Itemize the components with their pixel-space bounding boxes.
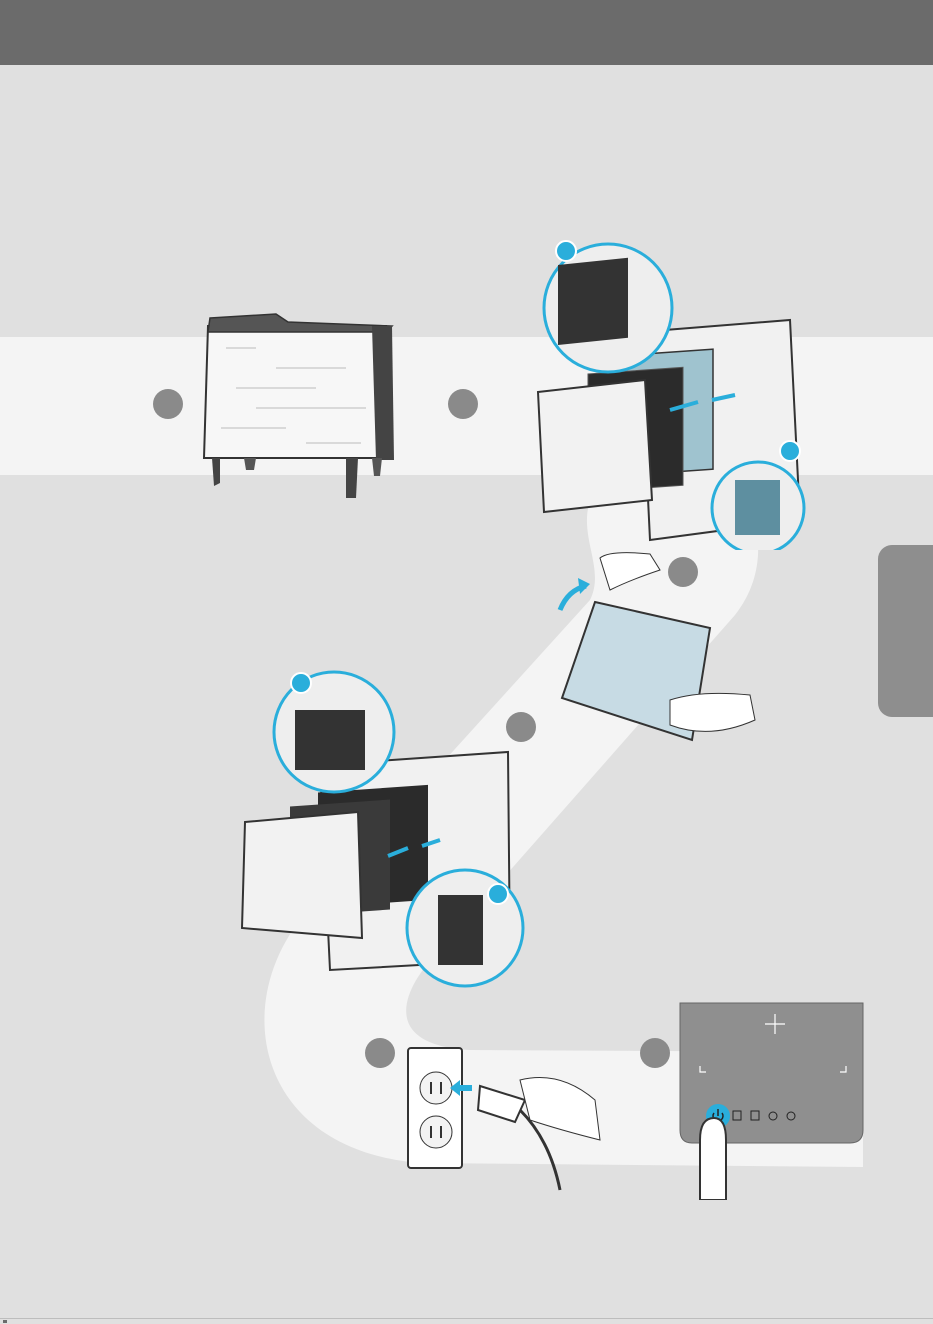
control-panel-illustration <box>660 1000 870 1200</box>
footer-mark <box>3 1320 7 1323</box>
step-marker-6 <box>640 1038 670 1068</box>
wall-outlet-illustration <box>400 1040 610 1200</box>
detail-badge-top <box>555 240 577 262</box>
footer-divider <box>0 1318 933 1319</box>
detail-badge-lower <box>487 883 509 905</box>
step-marker-2 <box>448 389 478 419</box>
filter-unwrap-illustration <box>550 550 770 750</box>
step-marker-5 <box>365 1038 395 1068</box>
filter-reinsert-illustration <box>240 670 530 1000</box>
detail-badge-upper <box>290 672 312 694</box>
step-marker-4 <box>506 712 536 742</box>
section-side-tab <box>878 545 933 717</box>
step-marker-3 <box>668 557 698 587</box>
filter-removal-illustration <box>530 240 820 550</box>
detail-badge-right <box>779 440 801 462</box>
purifier-front-illustration <box>196 308 406 508</box>
step-marker-1 <box>153 389 183 419</box>
